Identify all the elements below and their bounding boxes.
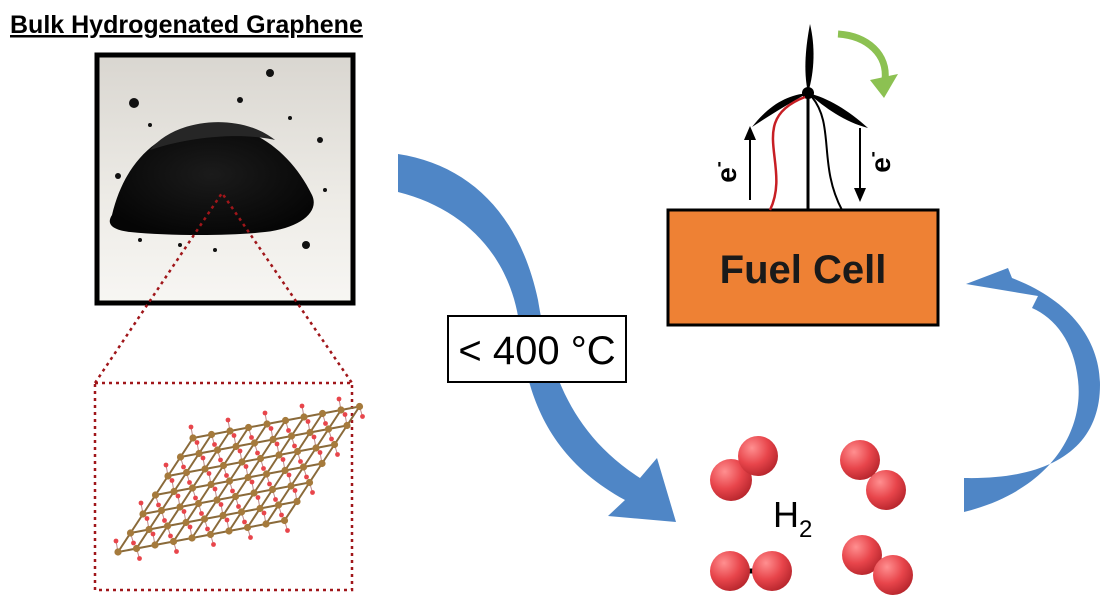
fuel-cell: Fuel Cell: [666, 208, 940, 327]
electron-in-arrow: e-: [854, 128, 896, 202]
electron-in-label: e-: [862, 151, 896, 173]
hydrogen-molecule-icon: [840, 440, 906, 510]
graphene-lattice-icon: [113, 396, 365, 561]
powder-photo: [94, 52, 356, 306]
electron-out-label: e-: [708, 161, 742, 183]
hydrogen-molecules: H2: [710, 436, 913, 595]
rotation-arrow-icon: [837, 30, 898, 98]
hydrogen-label: H2: [773, 494, 812, 543]
temperature-label: < 400 °C: [458, 329, 615, 373]
temperature-label-box: < 400 °C: [447, 315, 627, 383]
page-title: Bulk Hydrogenated Graphene: [10, 11, 363, 39]
wind-turbine-icon: [752, 24, 868, 211]
zoom-indicator: [93, 190, 354, 592]
hydrogen-molecule-icon: [710, 551, 792, 591]
electron-out-arrow: e-: [708, 126, 756, 200]
hydrogen-molecule-icon: [842, 535, 913, 595]
flow-arrow-to-fuel-cell: [964, 268, 1100, 512]
hydrogen-molecule-icon: [710, 436, 778, 501]
fuel-cell-label: Fuel Cell: [720, 248, 887, 292]
